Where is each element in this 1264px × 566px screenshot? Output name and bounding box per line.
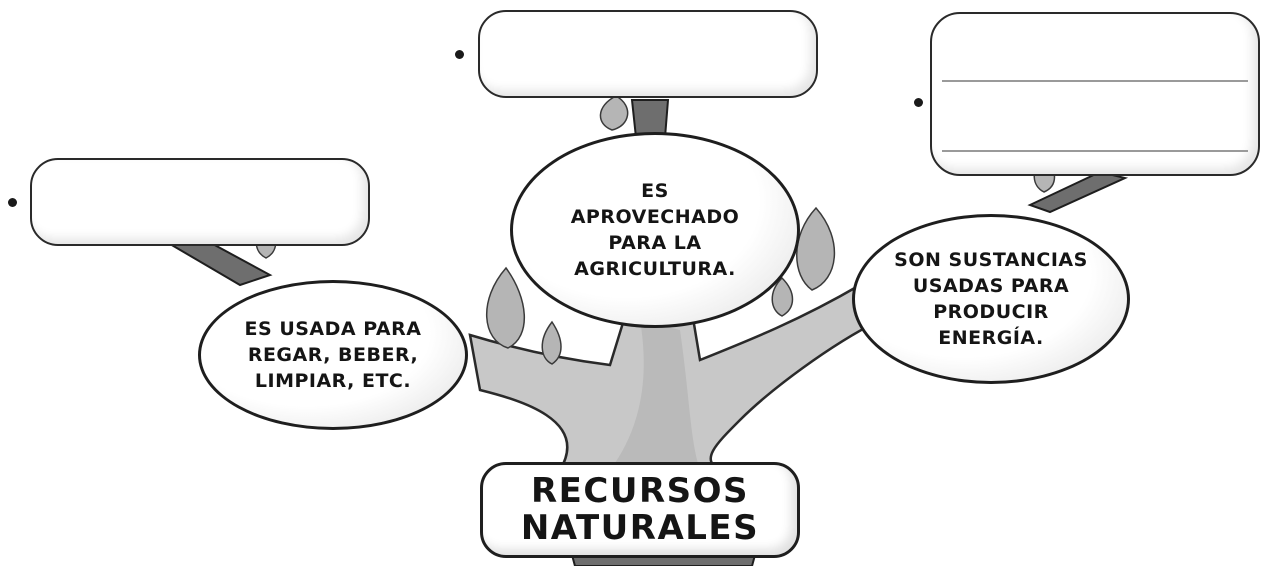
- center-title-box: RECURSOS NATURALES: [480, 462, 800, 558]
- writing-line-1: [942, 80, 1248, 82]
- bullet-left: [8, 198, 17, 207]
- description-left: ES USADA PARA REGAR, BEBER, LIMPIAR, ETC…: [244, 317, 422, 393]
- leaf-2: [541, 320, 562, 365]
- answer-box-left[interactable]: [30, 158, 370, 246]
- description-bubble-right: SON SUSTANCIAS USADAS PARA PRODUCIR ENER…: [852, 214, 1130, 384]
- leaf-4: [599, 95, 629, 131]
- bullet-right: [914, 98, 923, 107]
- answer-box-right[interactable]: [930, 12, 1260, 176]
- tree-trunk-shade: [610, 320, 700, 470]
- leaf-5: [796, 206, 836, 291]
- center-title: RECURSOS NATURALES: [520, 470, 760, 548]
- stem-right: [1027, 170, 1129, 214]
- description-right: SON SUSTANCIAS USADAS PARA PRODUCIR ENER…: [894, 248, 1088, 350]
- description-top: ES APROVECHADO PARA LA AGRICULTURA.: [570, 179, 740, 281]
- answer-box-top[interactable]: [478, 10, 818, 98]
- bullet-top: [455, 50, 464, 59]
- leaf-1: [485, 266, 526, 349]
- description-bubble-left: ES USADA PARA REGAR, BEBER, LIMPIAR, ETC…: [198, 280, 468, 430]
- leaf-6: [771, 276, 794, 317]
- description-bubble-top: ES APROVECHADO PARA LA AGRICULTURA.: [510, 132, 800, 328]
- writing-line-2: [942, 150, 1248, 152]
